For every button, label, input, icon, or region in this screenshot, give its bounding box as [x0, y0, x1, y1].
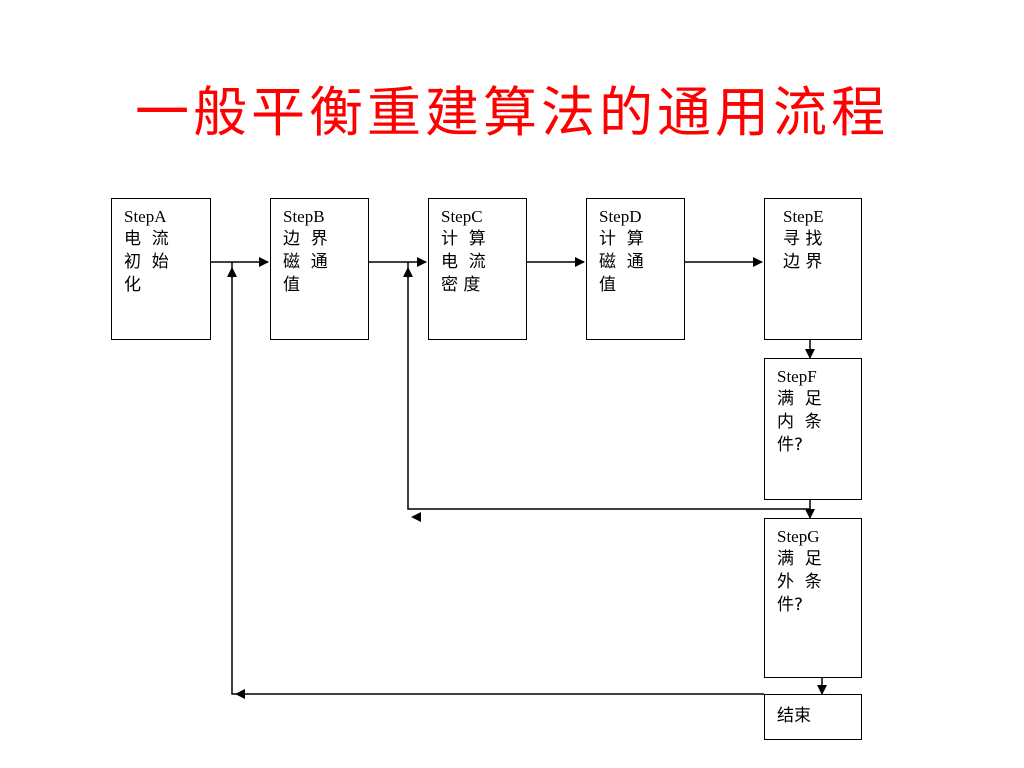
step-b-line-1: 边 界: [283, 229, 328, 249]
step-a-label: StepA: [124, 207, 167, 226]
step-d-line-3: 值: [599, 275, 616, 295]
step-f-box: StepF 满 足 内 条 件?: [764, 358, 862, 500]
step-b-line-2: 磁 通: [283, 252, 328, 272]
step-b-line-3: 值: [283, 275, 300, 295]
step-e-label: StepE: [783, 207, 824, 226]
page-title: 一般平衡重建算法的通用流程: [135, 81, 889, 144]
step-g-line-1: 满 足: [777, 549, 822, 569]
step-a-line-3: 化: [124, 275, 141, 295]
feedback-loop-to-stepb: [231, 262, 764, 695]
step-c-line-1: 计 算: [441, 229, 486, 249]
step-e-line-2: 边 界: [783, 252, 823, 272]
step-f-line-3: 件?: [777, 435, 804, 455]
step-a-line-2: 初 始: [124, 252, 169, 272]
feedback-loop-to-stepc: [407, 262, 810, 510]
step-f-line-1: 满 足: [777, 389, 822, 409]
step-f-line-2: 内 条: [777, 412, 822, 432]
step-c-line-3: 密 度: [441, 275, 481, 295]
step-d-box: StepD 计 算 磁 通 值: [586, 198, 685, 340]
step-c-line-2: 电 流: [441, 252, 486, 272]
step-c-label: StepC: [441, 207, 483, 226]
end-box: 结束: [764, 694, 862, 740]
step-g-label: StepG: [777, 527, 820, 546]
step-e-line-1: 寻 找: [783, 229, 823, 249]
step-e-box: StepE 寻 找 边 界: [764, 198, 862, 340]
step-c-box: StepC 计 算 电 流 密 度: [428, 198, 527, 340]
step-a-box: StepA 电 流 初 始 化: [111, 198, 211, 340]
step-b-label: StepB: [283, 207, 325, 226]
step-d-line-2: 磁 通: [599, 252, 644, 272]
step-a-line-1: 电 流: [124, 229, 169, 249]
step-d-label: StepD: [599, 207, 642, 226]
step-f-label: StepF: [777, 367, 817, 386]
step-g-line-3: 件?: [777, 595, 804, 615]
step-g-line-2: 外 条: [777, 572, 822, 592]
step-d-line-1: 计 算: [599, 229, 644, 249]
step-b-box: StepB 边 界 磁 通 值: [270, 198, 369, 340]
end-label: 结束: [777, 706, 811, 726]
step-g-box: StepG 满 足 外 条 件?: [764, 518, 862, 678]
